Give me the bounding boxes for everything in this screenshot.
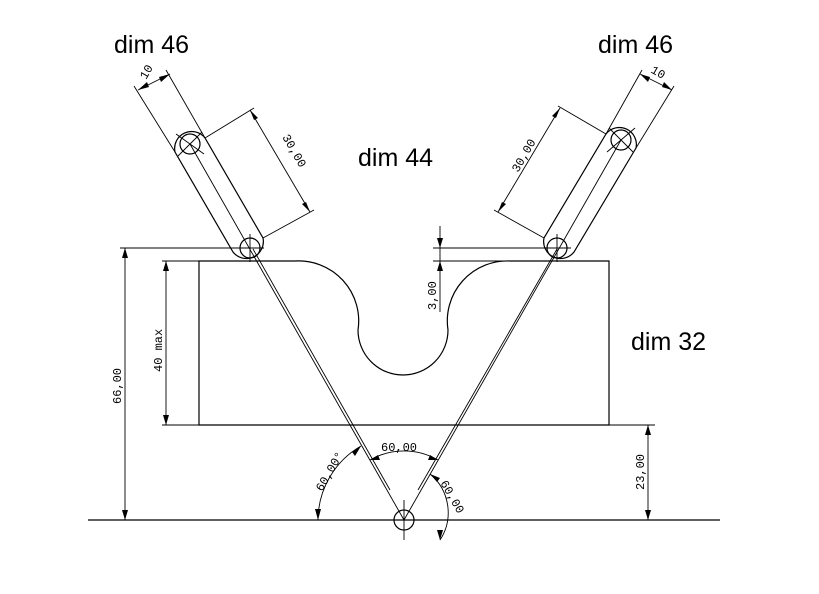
dim-notch-depth: 3,00 — [426, 281, 440, 310]
label-dim44: dim 44 — [358, 144, 433, 172]
dim-slot-width-left: 10 — [137, 63, 156, 82]
arrow — [498, 202, 506, 212]
dim-30-left-line — [249, 109, 311, 213]
dim-angle-left: 60,00° — [313, 450, 347, 494]
dim-30-left-ext1 — [204, 107, 255, 139]
dim-10-left-ext2 — [165, 69, 206, 139]
v-line-right — [403, 139, 622, 521]
arrow — [437, 261, 443, 271]
arrow — [370, 455, 380, 460]
arrow — [302, 202, 310, 212]
v-line-left-outer — [252, 248, 391, 491]
v-line-right-outer — [417, 248, 558, 491]
arrow — [163, 261, 169, 271]
arrow — [122, 248, 128, 258]
dim-30-left-ext2 — [262, 209, 315, 239]
arrow — [428, 455, 438, 460]
slot-hole-right — [610, 129, 632, 151]
slot-cross-right-b — [608, 127, 634, 153]
arrow — [662, 82, 672, 90]
dim-10-left-ext1 — [133, 85, 176, 153]
arrow — [437, 530, 443, 540]
arrow — [122, 510, 128, 520]
dim-total-height: 66,00 — [111, 368, 125, 404]
arrow — [437, 238, 443, 248]
dim-angle-right: 60,00 — [437, 478, 467, 516]
arrow — [163, 415, 169, 425]
label-dim46-right: dim 46 — [598, 31, 673, 59]
dim-slot-length-left: 30,00 — [279, 132, 309, 170]
arrow — [645, 425, 651, 435]
dim-30-right-ext2 — [493, 209, 545, 239]
part-block-outline — [198, 260, 610, 426]
slot-cross-left-b — [177, 131, 203, 157]
v-line-left — [189, 143, 405, 521]
dim-10-right-ext1 — [605, 69, 643, 135]
label-dim46-left: dim 46 — [114, 31, 189, 59]
arrow — [159, 74, 170, 82]
slot-hole-left — [179, 133, 201, 155]
dim-10-right-ext2 — [635, 85, 675, 149]
dim-angle-center: 60,00 — [381, 441, 417, 455]
arrow — [352, 446, 361, 456]
arrow — [250, 110, 258, 120]
dim-slot-width-right: 10 — [648, 63, 667, 82]
dim-block-height: 40 max — [152, 329, 166, 372]
arrow — [315, 509, 321, 520]
dim-base-offset: 23,00 — [634, 454, 648, 490]
arrow — [552, 108, 560, 118]
arrow — [138, 82, 149, 90]
slot-arm-right — [543, 126, 637, 260]
dim-30-right-ext1 — [557, 105, 607, 135]
dim-slot-length-right: 30,00 — [509, 137, 539, 175]
label-dim32: dim 32 — [631, 328, 706, 356]
arrow — [640, 74, 650, 82]
arrow — [645, 510, 651, 520]
arrow — [430, 474, 440, 482]
dim-30-right-line — [497, 107, 561, 213]
